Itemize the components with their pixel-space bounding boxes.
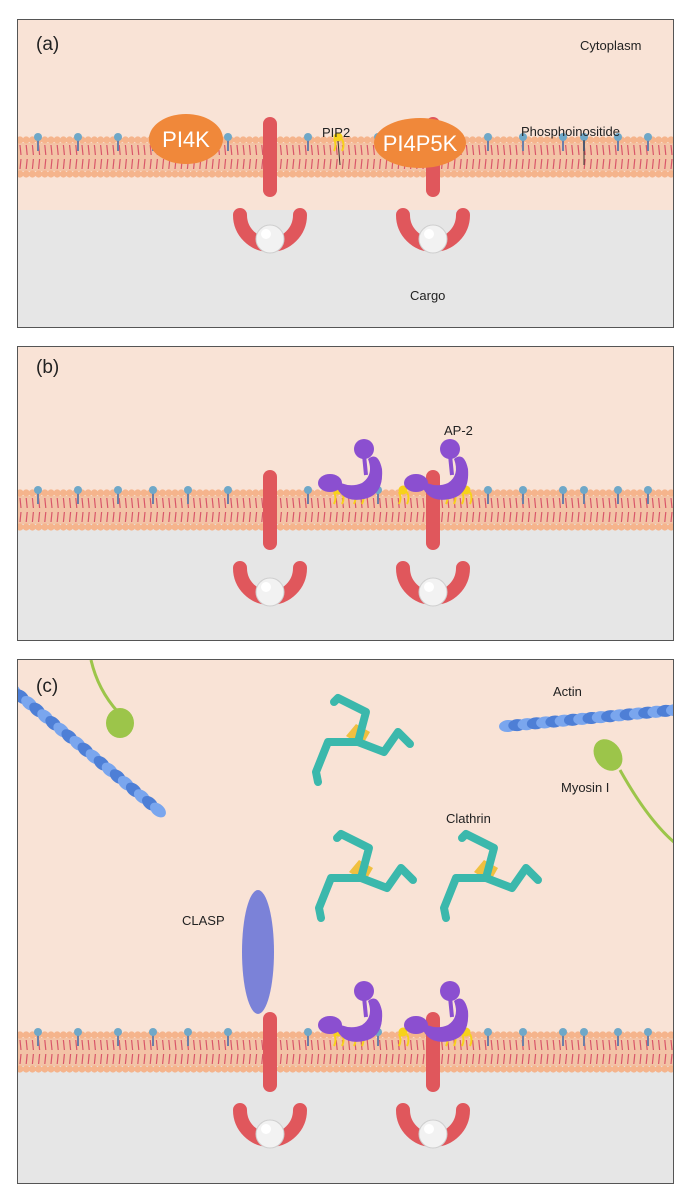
myosin-icon	[89, 660, 134, 738]
clathrin-icon	[440, 830, 542, 922]
cargo-label: Cargo	[410, 288, 445, 303]
clathrin-label: Clathrin	[446, 811, 491, 826]
panel-b-diagram: (b) AP-2	[18, 347, 673, 640]
panel-a-letter: (a)	[36, 34, 59, 55]
pi4p5k-label: PI4P5K	[383, 131, 458, 156]
panel-c: (c) Actin Myosin I Clathrin CLASP	[17, 659, 674, 1184]
actin-label: Actin	[553, 684, 582, 699]
ap2-icon	[404, 439, 469, 500]
clathrin-icon	[315, 830, 417, 922]
receptor-icon	[233, 1012, 307, 1149]
lumen-region	[18, 523, 673, 640]
clathrin-icon	[312, 694, 414, 786]
actin-icon	[499, 703, 673, 733]
cytoplasm-label: Cytoplasm	[580, 38, 641, 53]
panel-a: PI4K PI4P5K (a) Cytoplasm PIP2 Phosphoin…	[17, 19, 674, 328]
receptor-icon	[233, 117, 307, 254]
ap2-icon	[404, 981, 469, 1042]
lumen-region	[18, 1065, 673, 1183]
panel-c-diagram: (c) Actin Myosin I Clathrin CLASP	[18, 660, 673, 1183]
pi4k-enzyme	[149, 114, 223, 164]
panel-c-letter: (c)	[36, 676, 58, 697]
panel-b-letter: (b)	[36, 357, 59, 378]
ap2-icon	[318, 439, 383, 500]
pi4p5k-enzyme	[374, 118, 466, 168]
actin-icon	[18, 682, 166, 818]
panel-b: (b) AP-2	[17, 346, 674, 641]
clasp-label: CLASP	[182, 913, 225, 928]
panel-a-diagram: PI4K PI4P5K (a) Cytoplasm PIP2 Phosphoin…	[18, 20, 673, 327]
pi4k-label: PI4K	[162, 127, 210, 152]
myosin-icon	[593, 739, 673, 844]
pip2-label: PIP2	[322, 125, 350, 140]
pip2-pointer	[337, 140, 341, 166]
myosin-label: Myosin I	[561, 780, 609, 795]
phosphoinositide-label: Phosphoinositide	[521, 124, 620, 139]
lumen-region	[18, 210, 673, 327]
clasp-icon	[242, 890, 274, 1014]
ap2-icon	[318, 981, 383, 1042]
ap2-label: AP-2	[444, 423, 473, 438]
receptor-icon	[233, 470, 307, 607]
